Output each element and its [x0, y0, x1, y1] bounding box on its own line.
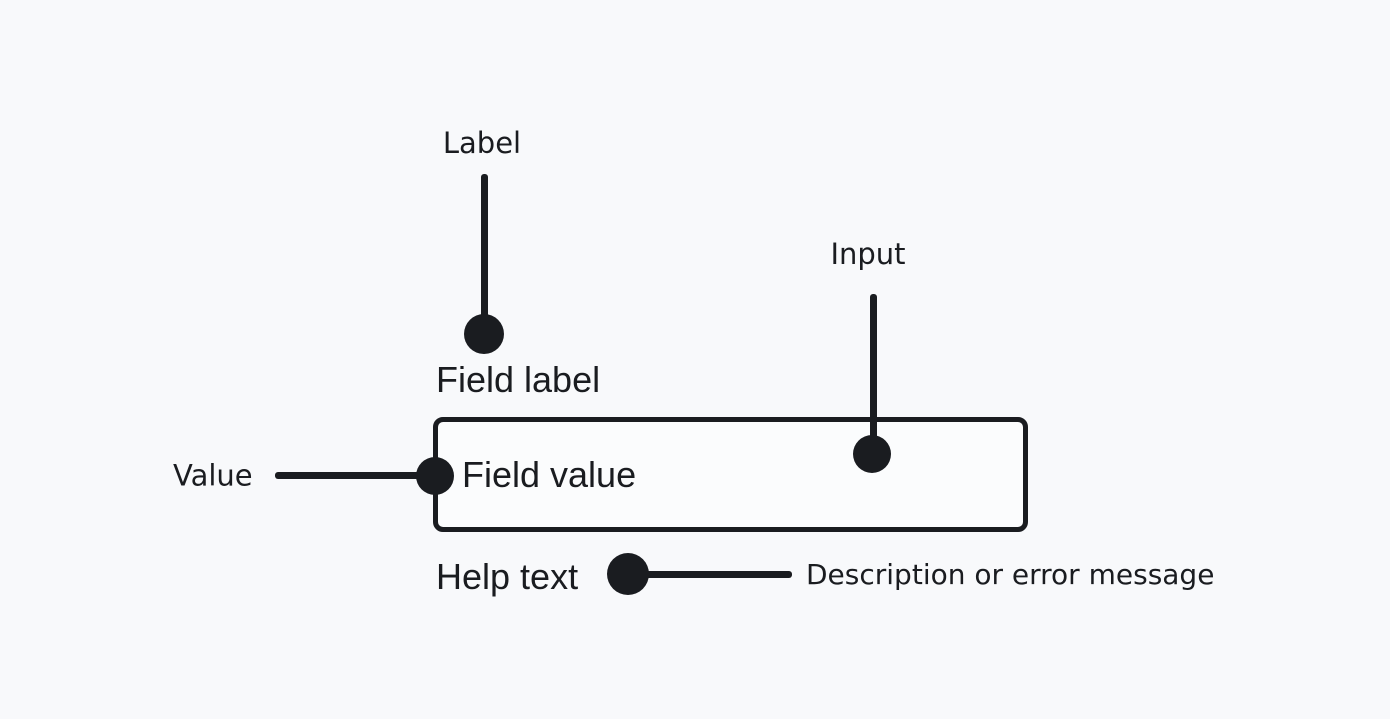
help-description-text: Description or error message	[806, 557, 1215, 591]
input-annotation-text: Input	[830, 237, 906, 271]
value-connector-line	[275, 472, 425, 479]
field-label-text: Field label	[436, 359, 601, 400]
input-connector-dot	[853, 435, 891, 473]
label-annotation-text: Label	[442, 126, 522, 160]
label-connector-dot	[464, 314, 504, 354]
label-connector-line	[481, 174, 488, 334]
input-connector-line	[870, 294, 877, 455]
help-text-label: Help text	[436, 556, 579, 597]
value-annotation-text: Value	[173, 458, 253, 493]
value-connector-dot	[416, 457, 454, 495]
help-connector-line	[635, 571, 792, 578]
field-value-text: Field value	[462, 453, 637, 495]
input-field-box: Field value	[433, 417, 1028, 532]
